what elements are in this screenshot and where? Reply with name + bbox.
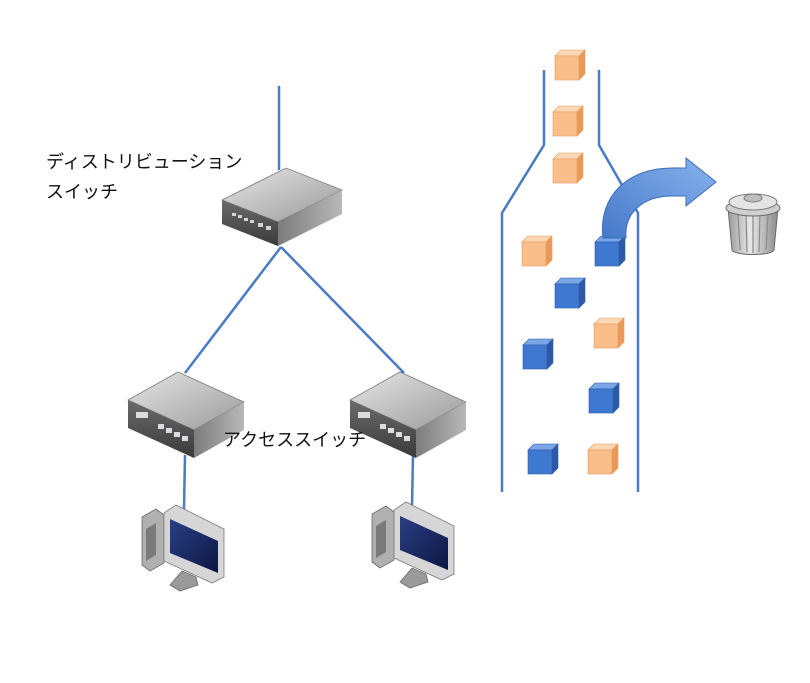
- orange-packet-cube: [587, 443, 619, 475]
- trash-can-icon: [725, 193, 781, 255]
- link-dist-to-left-access: [184, 246, 282, 374]
- link-left-access-to-pc: [182, 454, 187, 511]
- link-right-access-to-pc: [410, 454, 415, 508]
- access-switch-left-icon: [127, 371, 245, 458]
- orange-packet-cube: [593, 317, 625, 349]
- blue-packet-cube: [554, 277, 586, 309]
- orange-packet-cube: [552, 105, 584, 137]
- distribution-switch-label-line1: ディストリビューション: [46, 152, 243, 173]
- network-links: [182, 86, 415, 511]
- packet-stream: [521, 49, 626, 475]
- distribution-switch-icon: [221, 167, 343, 246]
- orange-packet-cube: [552, 152, 584, 184]
- pipe-right-wall: [597, 70, 640, 492]
- blue-packet-cube: [527, 443, 559, 475]
- link-dist-to-right-access: [280, 246, 405, 374]
- distribution-switch-label-line2: スイッチ: [46, 182, 118, 203]
- orange-packet-cube: [554, 49, 586, 81]
- discard-arrow-icon: [601, 156, 717, 239]
- blue-packet-cube: [594, 235, 626, 267]
- blue-packet-cube: [522, 338, 554, 370]
- pipe-left-wall: [500, 70, 546, 492]
- access-switch-label: アクセススイッチ: [223, 430, 367, 451]
- orange-packet-cube: [521, 235, 553, 267]
- blue-packet-cube: [588, 382, 620, 414]
- pc-right-icon: [371, 501, 455, 589]
- access-switch-right-icon: [349, 371, 467, 458]
- traffic-pipe: [500, 70, 640, 492]
- pc-left-icon: [141, 504, 225, 592]
